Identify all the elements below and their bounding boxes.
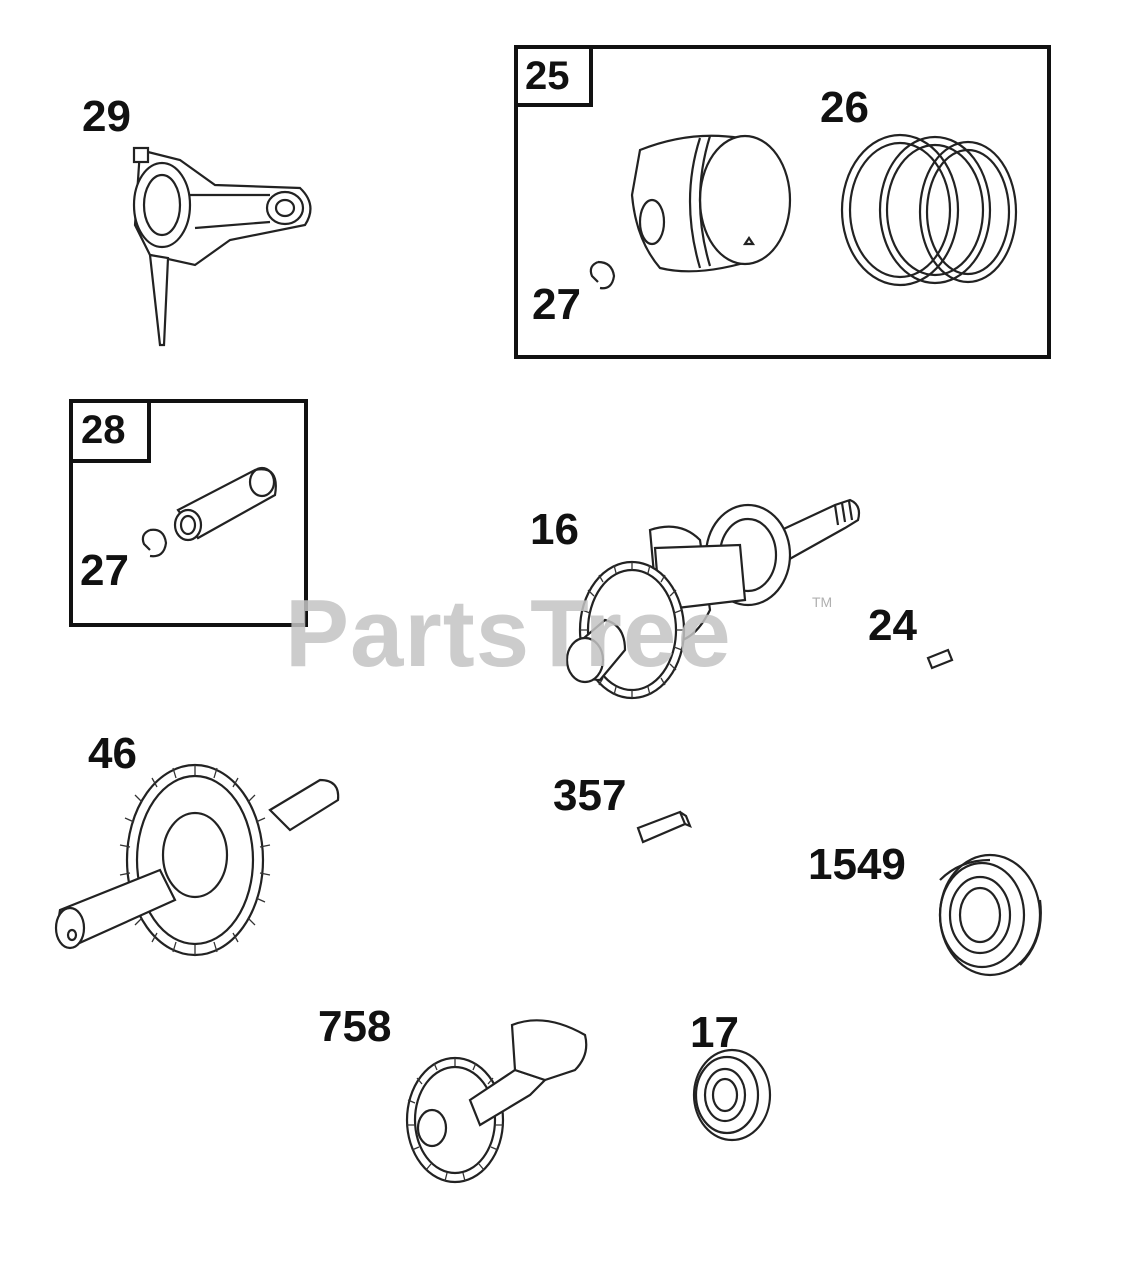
callout-357: 357	[553, 771, 627, 820]
bearing-part-17	[692, 1048, 772, 1142]
bearing-part-1549	[938, 853, 1042, 977]
callout-25: 25	[525, 54, 570, 98]
callout-46: 46	[88, 729, 137, 778]
camshaft-gear-part	[54, 763, 340, 957]
kit-box-25	[514, 45, 1051, 359]
kit-box-28	[69, 399, 308, 627]
key-part	[926, 648, 954, 670]
watermark-text: PartsTree	[285, 580, 732, 687]
piston-rings-part	[840, 133, 1018, 287]
connecting-rod-part	[132, 146, 312, 347]
callout-758: 758	[318, 1002, 392, 1051]
callout-28: 28	[81, 408, 126, 452]
callout-17: 17	[690, 1008, 739, 1057]
callout-29: 29	[82, 92, 131, 141]
retaining-clip-part-2	[141, 528, 168, 558]
crankshaft-part	[565, 498, 861, 700]
callout-24: 24	[868, 601, 917, 650]
callout-26: 26	[820, 83, 869, 132]
piston-pin-part	[173, 466, 277, 542]
watermark-trademark: TM	[812, 594, 833, 610]
callout-27-kit-25: 27	[532, 280, 581, 329]
piston-part	[630, 134, 792, 273]
governor-gear-part	[405, 1019, 588, 1184]
key-part-357	[636, 810, 692, 844]
callout-16: 16	[530, 505, 579, 554]
retaining-clip-part	[589, 260, 616, 290]
callout-27-kit-28: 27	[80, 546, 129, 595]
callout-1549: 1549	[808, 840, 906, 889]
